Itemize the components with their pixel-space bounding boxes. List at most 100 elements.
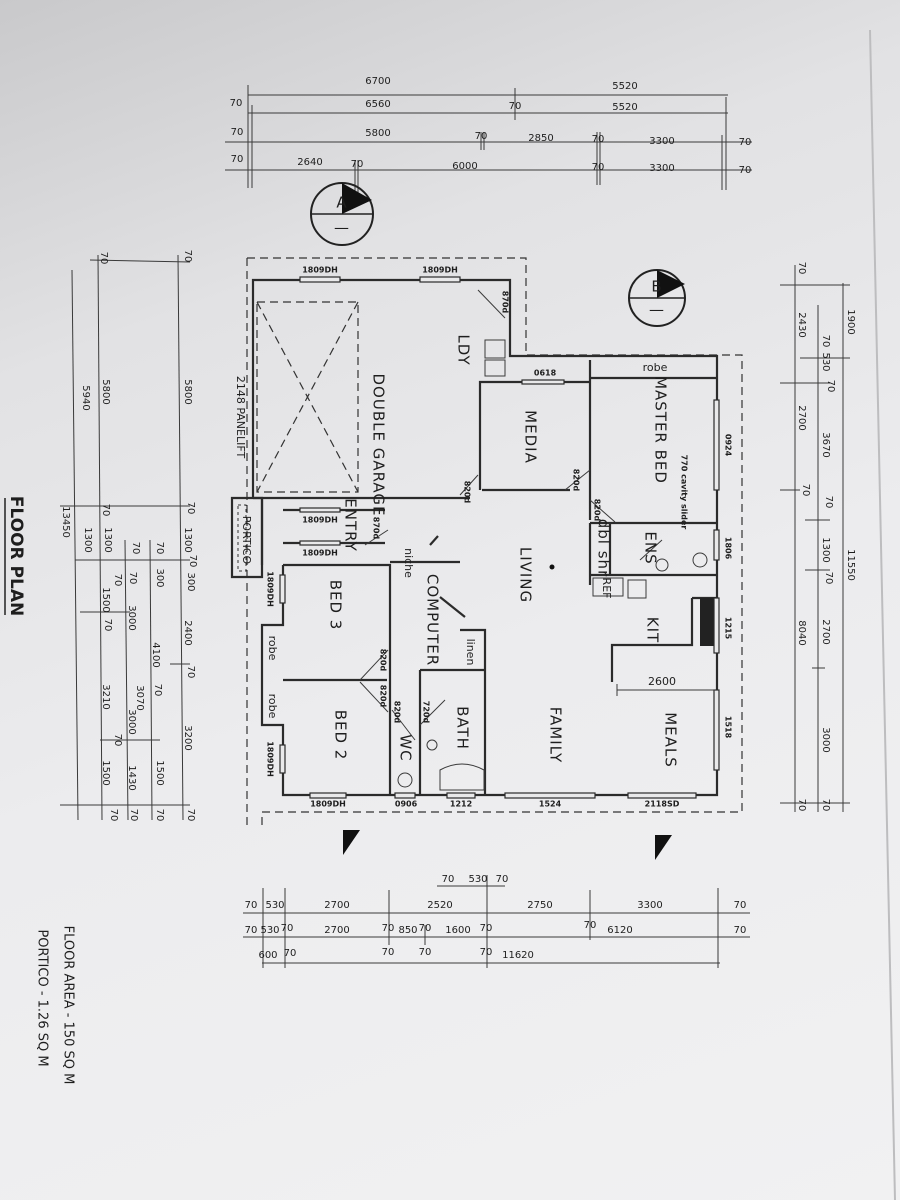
left-dimension-value: 3210 <box>100 684 111 709</box>
right-dimension-value: 70 <box>796 262 807 275</box>
left-dimension-value: 1300 <box>182 527 193 552</box>
left-dimension-value: 70 <box>108 809 119 822</box>
room-label-living: LIVING <box>517 547 535 603</box>
door-label: 870d <box>372 517 381 540</box>
section-a-letter: A <box>336 194 347 212</box>
window-label: 1809DH <box>310 800 346 809</box>
bottom-dimension-value: 530 <box>468 874 487 885</box>
bottom-dimension-lines <box>243 875 750 968</box>
right-dimension-value: 70 <box>823 572 834 585</box>
window-label: 2118SD <box>645 800 680 809</box>
left-dimension-value: 5800 <box>182 379 193 404</box>
room-label-family: FAMILY <box>547 707 565 763</box>
room-label-bed2: BED 2 <box>332 710 350 761</box>
left-dimension-value: 3200 <box>182 725 193 750</box>
left-dimension-value: 1430 <box>126 765 137 790</box>
fixtures <box>237 339 714 791</box>
left-dimension-value: 300 <box>154 568 165 587</box>
section-a-dash: — <box>334 219 350 237</box>
right-dimension-value: 1300 <box>820 537 831 562</box>
top-dimension-value: 70 <box>231 154 244 165</box>
bottom-dimension-value: 530 <box>260 925 279 936</box>
label-fridge: REF <box>600 578 613 599</box>
right-dimension-value: 2430 <box>796 312 807 337</box>
label-robe_bed2: robe <box>266 694 279 719</box>
left-dimension-value: 1500 <box>154 760 165 785</box>
top-dimension-value: 3300 <box>649 163 674 174</box>
room-label-garage: DOUBLE GARAGE <box>370 373 388 516</box>
window-label: 1809DH <box>422 266 458 275</box>
room-label-bath: BATH <box>454 706 472 750</box>
right-dimension-value: 70 <box>820 799 831 812</box>
left-dimension-value: 13450 <box>60 506 71 538</box>
cooktop-icon <box>627 579 647 599</box>
kitchen-sink-icon <box>700 598 714 646</box>
top-dimension-value: 2640 <box>297 157 322 168</box>
room-label-shower: dbl shr <box>595 519 613 577</box>
door-label: 820d <box>572 469 581 492</box>
bottom-dimension-value: 70 <box>584 920 597 931</box>
bottom-dimension-value: 70 <box>480 923 493 934</box>
room-label-wc: WC <box>397 734 415 761</box>
door-label: 870d <box>501 291 510 314</box>
bottom-dimension-value: 2750 <box>527 900 552 911</box>
top-dimension-value: 5800 <box>365 128 390 139</box>
right-dimension-value: 2700 <box>796 405 807 430</box>
bottom-dimension-value: 70 <box>480 947 493 958</box>
garage-door-panel <box>256 301 359 493</box>
room-label-ensuite: ENS <box>642 531 660 564</box>
fridge-space <box>592 577 624 597</box>
right-dimension-lines <box>780 265 850 812</box>
bottom-dimension-value: 70 <box>382 923 395 934</box>
left-dimension-value: 70 <box>185 502 196 515</box>
top-dimension-value: 5520 <box>612 102 637 113</box>
left-dimension-value: 5800 <box>100 379 111 404</box>
section-marker-a <box>310 182 374 246</box>
left-dimension-value: 4100 <box>150 642 161 667</box>
window-label: 0924 <box>724 434 733 457</box>
label-niche: niche <box>402 548 415 578</box>
door-label: 820d <box>463 481 472 504</box>
bottom-dimension-value: 850 <box>398 925 417 936</box>
top-dimension-value: 70 <box>475 131 488 142</box>
meals-dimension-line <box>616 684 715 696</box>
right-dimension-value: 530 <box>820 352 831 371</box>
section-arrow-b <box>655 835 672 860</box>
bottom-dimension-value: 70 <box>734 900 747 911</box>
window-label: 1809DH <box>302 549 338 558</box>
label-panelift: 2148 PANELIFT <box>234 376 247 459</box>
window-label: 0618 <box>534 369 557 378</box>
window-label: 1809DH <box>302 516 338 525</box>
eave-line <box>246 257 743 830</box>
section-b-letter: B <box>651 278 662 296</box>
left-dimension-value: 70 <box>112 734 123 747</box>
bath-basin-icon <box>426 739 438 751</box>
bottom-dimension-value: 70 <box>734 925 747 936</box>
window-label: 0906 <box>395 800 418 809</box>
left-dimension-value: 3000 <box>126 605 137 630</box>
left-dimension-value: 5940 <box>80 385 91 410</box>
left-dimension-value: 300 <box>185 572 196 591</box>
bottom-dimension-value: 70 <box>284 948 297 959</box>
left-dimension-value: 1500 <box>100 760 111 785</box>
bottom-dimension-value: 70 <box>419 947 432 958</box>
window-label: 1524 <box>539 800 562 809</box>
top-dimension-value: 70 <box>231 127 244 138</box>
left-dimension-value: 3070 <box>134 685 145 710</box>
ensuite-basin-icon <box>655 558 669 572</box>
wc-toilet-icon <box>397 772 413 788</box>
portico-area-note: PORTICO - 1.26 SQ M <box>35 929 50 1066</box>
room-label-laundry: LDY <box>455 334 473 365</box>
room-label-kitchen: KIT <box>644 617 662 643</box>
top-dimension-value: 6700 <box>365 76 390 87</box>
bottom-dimension-value: 70 <box>419 923 432 934</box>
top-dimension-value: 70 <box>509 101 522 112</box>
label-cavity: 770 cavity slider <box>680 455 689 530</box>
left-dimension-value: 1300 <box>82 527 93 552</box>
right-dimension-value: 3670 <box>820 432 831 457</box>
room-label-media: MEDIA <box>522 410 540 464</box>
label-robe_bed3: robe <box>266 636 279 661</box>
door-label: 820d <box>593 499 602 522</box>
